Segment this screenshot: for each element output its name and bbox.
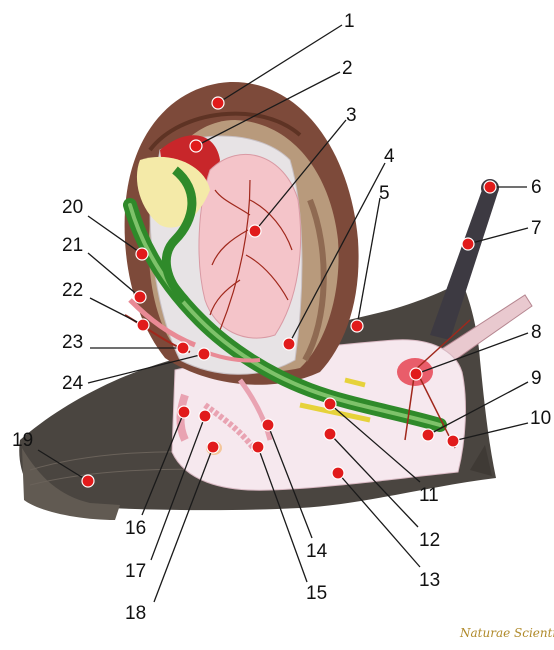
marker-7[interactable]	[462, 238, 474, 250]
label-1: 1	[344, 11, 355, 32]
marker-17[interactable]	[199, 410, 211, 422]
watermark: Naturae Scientia	[459, 626, 554, 640]
marker-21[interactable]	[134, 291, 146, 303]
marker-24[interactable]	[198, 348, 210, 360]
label-22: 22	[62, 280, 83, 301]
marker-15[interactable]	[252, 441, 264, 453]
marker-8[interactable]	[410, 368, 422, 380]
marker-5[interactable]	[351, 320, 363, 332]
label-13: 13	[419, 570, 440, 591]
marker-9[interactable]	[422, 429, 434, 441]
marker-19[interactable]	[82, 475, 94, 487]
label-17: 17	[125, 561, 146, 582]
label-4: 4	[384, 146, 395, 167]
marker-6[interactable]	[484, 181, 496, 193]
label-11: 11	[419, 485, 439, 506]
label-10: 10	[530, 408, 551, 429]
marker-12[interactable]	[324, 428, 336, 440]
marker-10[interactable]	[447, 435, 459, 447]
marker-2[interactable]	[190, 140, 202, 152]
marker-23[interactable]	[177, 342, 189, 354]
label-2: 2	[342, 58, 353, 79]
label-18: 18	[125, 603, 146, 624]
marker-16[interactable]	[178, 406, 190, 418]
label-6: 6	[531, 177, 542, 198]
marker-22[interactable]	[137, 319, 149, 331]
marker-11[interactable]	[324, 398, 336, 410]
marker-14[interactable]	[262, 419, 274, 431]
label-23: 23	[62, 332, 83, 353]
marker-4[interactable]	[283, 338, 295, 350]
label-19: 19	[12, 430, 33, 451]
marker-18[interactable]	[207, 441, 219, 453]
marker-3[interactable]	[249, 225, 261, 237]
label-12: 12	[419, 530, 440, 551]
label-14: 14	[306, 541, 328, 562]
label-15: 15	[306, 583, 327, 604]
label-24: 24	[62, 373, 84, 394]
label-16: 16	[125, 518, 146, 539]
label-8: 8	[531, 322, 542, 343]
marker-13[interactable]	[332, 467, 344, 479]
label-5: 5	[379, 183, 390, 204]
label-21: 21	[62, 235, 83, 256]
tentacles	[430, 179, 532, 362]
label-9: 9	[531, 368, 542, 389]
label-7: 7	[531, 218, 542, 239]
marker-1[interactable]	[212, 97, 224, 109]
label-3: 3	[346, 105, 357, 126]
marker-20[interactable]	[136, 248, 148, 260]
label-20: 20	[62, 197, 83, 218]
